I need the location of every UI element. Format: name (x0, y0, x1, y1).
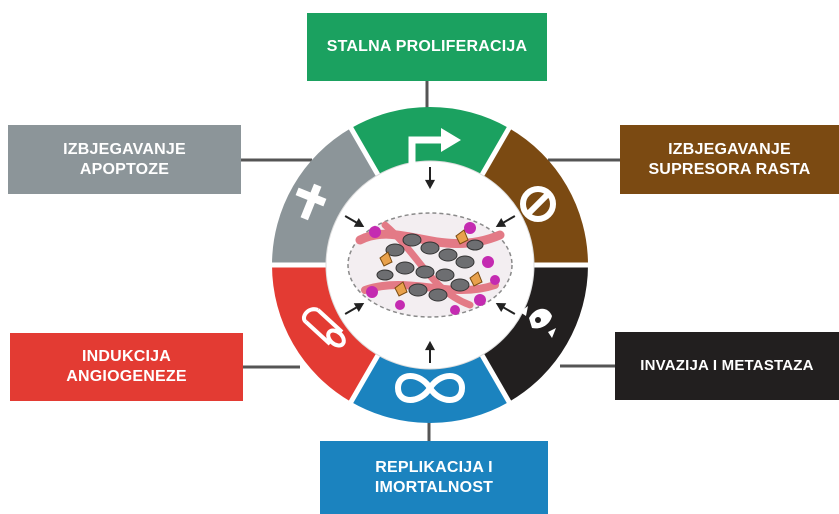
inward-arrow (344, 302, 365, 315)
hallmark-box-invasion-metastasis: INVAZIJA I METASTAZA (615, 332, 839, 400)
inward-arrows (344, 167, 516, 363)
no-entry-icon (520, 186, 556, 222)
inward-arrow (344, 215, 365, 228)
inner-circle-outline (325, 160, 535, 370)
inward-arrow (495, 215, 516, 228)
proliferation-arrow-icon (408, 128, 461, 173)
ring-segment-right-top (482, 128, 588, 265)
ring-segment-right-bottom (482, 265, 588, 402)
cross-icon (295, 183, 327, 221)
crab-icon (520, 306, 556, 338)
ring-segment-left-bottom (272, 265, 378, 402)
segment-separator (347, 352, 382, 405)
inward-arrow (424, 167, 436, 190)
segment-separator (478, 352, 513, 405)
segment-separators (270, 125, 590, 405)
inward-arrow (424, 340, 436, 363)
inward-arrow (495, 302, 516, 315)
connector-lines (241, 81, 620, 441)
segment-separator (478, 125, 513, 178)
segment-separator (347, 125, 382, 178)
hallmark-box-evading-apoptosis: IZBJEGAVANJE APOPTOZE (8, 125, 241, 194)
hallmark-box-evading-growth-suppressors: IZBJEGAVANJE SUPRESORA RASTA (620, 125, 839, 194)
hallmark-box-sustained-proliferation: STALNA PROLIFERACIJA (307, 13, 547, 81)
tumor-cells-icon (347, 212, 513, 318)
infinity-icon (394, 373, 466, 403)
hallmark-box-replicative-immortality: REPLIKACIJA I IMORTALNOST (320, 441, 548, 514)
blood-vessel-icon (301, 307, 346, 348)
hallmark-box-inducing-angiogenesis: INDUKCIJA ANGIOGENEZE (10, 333, 243, 401)
ring-segment-left-top (272, 128, 378, 265)
segment-icons (295, 128, 556, 403)
